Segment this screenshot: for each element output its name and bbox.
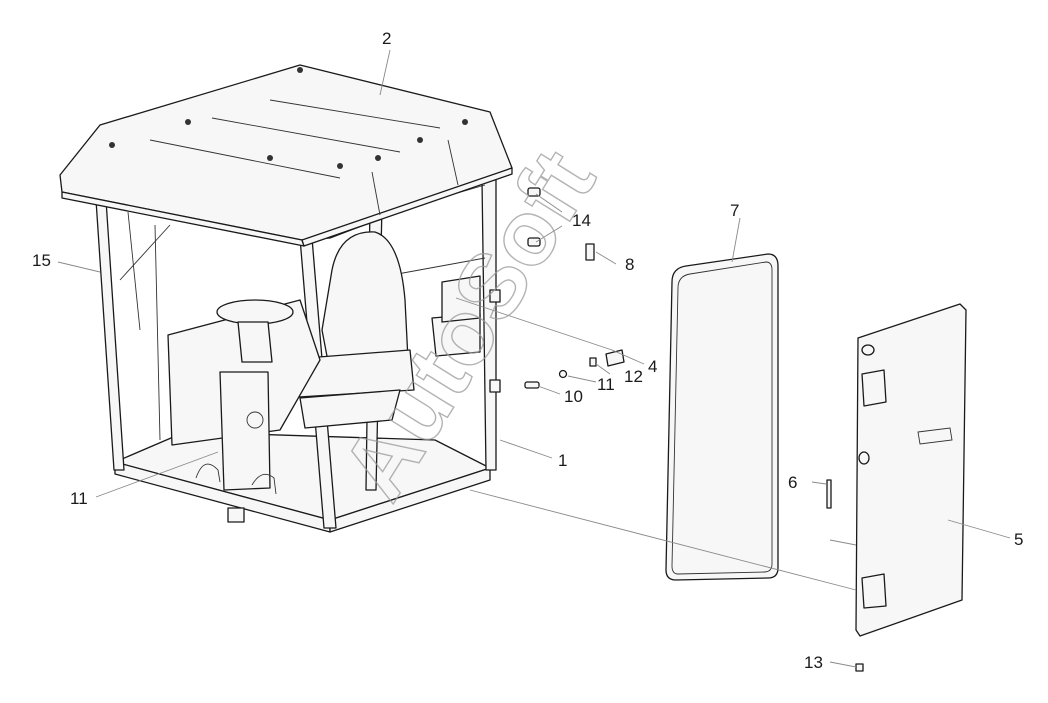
steering-console (167, 299, 321, 495)
callout-8: 8 (625, 255, 634, 274)
callout-5: 5 (1014, 530, 1023, 549)
callout-7: 7 (730, 201, 739, 220)
callout-labels: 1 2 4 5 6 7 8 10 11 11 12 13 14 15 (32, 29, 1023, 672)
callout-15: 15 (32, 251, 51, 270)
cab-door (826, 303, 967, 672)
callout-13: 13 (804, 653, 823, 672)
callout-1: 1 (558, 451, 567, 470)
callout-14: 14 (572, 211, 591, 230)
callout-2: 2 (382, 29, 391, 48)
callout-10: 10 (564, 387, 583, 406)
roof-canopy (59, 64, 513, 247)
hardware-parts (524, 187, 625, 389)
leader-lines (57, 49, 1011, 668)
callout-4: 4 (648, 357, 657, 376)
callout-6: 6 (788, 473, 797, 492)
callout-11-right: 11 (597, 375, 615, 394)
callout-11-left: 11 (70, 489, 88, 508)
callout-12: 12 (624, 367, 643, 386)
window-glass-seal (665, 253, 779, 581)
